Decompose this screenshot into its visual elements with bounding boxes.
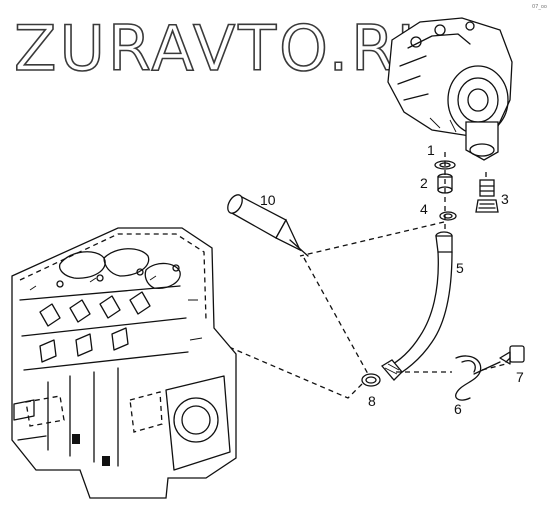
callout-4: 4 — [420, 201, 428, 217]
callout-2: 2 — [420, 175, 428, 191]
callout-3: 3 — [501, 191, 509, 207]
callout-7: 7 — [516, 369, 524, 385]
corner-mark: 07_oo — [532, 4, 547, 10]
watermark-text: ZURAVTO.RU — [14, 12, 446, 85]
assembly-guides — [207, 221, 507, 399]
callout-labels: 1 2 3 4 5 6 7 8 10 — [260, 142, 524, 417]
callout-8: 8 — [368, 393, 376, 409]
callout-10: 10 — [260, 192, 276, 208]
engine-block — [11, 227, 237, 499]
callout-1: 1 — [427, 142, 435, 158]
oil-tube-part-5 — [381, 231, 453, 381]
o-ring-part-4 — [439, 211, 457, 221]
sealant-tube-part-10 — [227, 194, 309, 257]
callout-6: 6 — [454, 401, 462, 417]
seal-ring-part-8 — [361, 373, 381, 387]
bolt-part-7 — [499, 345, 525, 365]
fitting-part-3 — [475, 172, 499, 213]
callout-5: 5 — [456, 260, 464, 276]
clamp-part-6 — [455, 355, 501, 401]
turbocharger — [387, 17, 513, 161]
